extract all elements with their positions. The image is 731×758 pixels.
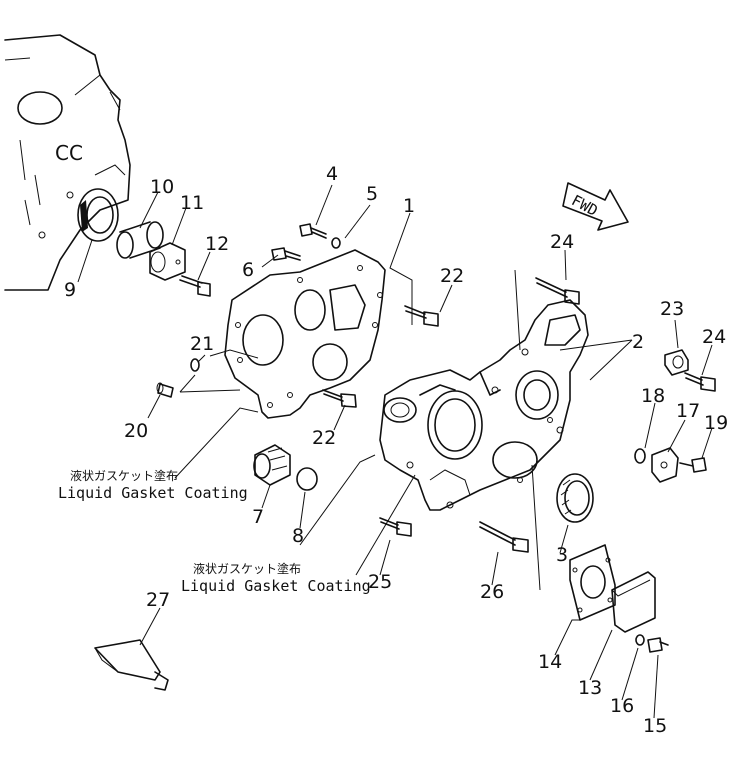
- callout-26: 26: [480, 581, 504, 603]
- callout-10: 10: [150, 176, 174, 198]
- callouts: 1 2 3 4 5 6 7 8 9 10 11 12 13 14 15 16 1…: [64, 163, 728, 737]
- bolt-24-right: [684, 372, 716, 392]
- callout-3: 3: [556, 544, 568, 566]
- callout-12: 12: [205, 233, 229, 255]
- note-1-japanese: 液状ガスケット塗布: [70, 468, 178, 483]
- callout-23: 23: [660, 298, 684, 320]
- bolt-26: [479, 521, 529, 553]
- callout-15: 15: [643, 715, 667, 737]
- bolt-12: [179, 275, 211, 297]
- o-ring-8: [296, 467, 318, 491]
- callout-24-upper: 24: [550, 231, 574, 253]
- callout-7: 7: [252, 506, 264, 528]
- callout-24-right: 24: [702, 326, 726, 348]
- forward-arrow: FWD: [562, 182, 629, 231]
- callout-5: 5: [366, 183, 378, 205]
- callout-22-upper: 22: [440, 265, 464, 287]
- note-1-english: Liquid Gasket Coating: [58, 484, 248, 502]
- engine-block: CC: [4, 34, 131, 291]
- o-ring-21: [190, 358, 200, 372]
- front-plate-1: [224, 249, 386, 419]
- callout-25: 25: [368, 571, 392, 593]
- clamp-23: [664, 349, 689, 376]
- gasket-tube-27: [94, 639, 169, 691]
- notes: 液状ガスケット塗布 Liquid Gasket Coating 液状ガスケット塗…: [58, 468, 371, 595]
- callout-27: 27: [146, 589, 170, 611]
- cap-11: [149, 242, 186, 281]
- bearing-9: [77, 188, 119, 242]
- callout-16: 16: [610, 695, 634, 717]
- dowel-pin-20: [156, 382, 174, 398]
- note-2-japanese: 液状ガスケット塗布: [193, 561, 301, 576]
- bolt-25: [379, 517, 412, 537]
- bolt-15: [647, 637, 669, 653]
- callout-20: 20: [124, 420, 148, 442]
- gasket-14: [569, 544, 616, 621]
- callout-11: 11: [180, 192, 204, 214]
- cover-17: [651, 447, 679, 483]
- cover-plate-13: [611, 571, 656, 633]
- callout-9: 9: [64, 279, 76, 301]
- callout-4: 4: [326, 163, 338, 185]
- o-ring-18: [634, 448, 646, 464]
- callout-6: 6: [242, 259, 254, 281]
- bolt-22-upper: [404, 305, 439, 327]
- bolt-4: [299, 223, 327, 239]
- cap-7: [253, 444, 291, 486]
- bolt-6: [271, 247, 301, 261]
- casting-mark: CC: [55, 141, 83, 165]
- bolt-22-lower: [322, 389, 357, 408]
- callout-17: 17: [676, 400, 700, 422]
- callout-19: 19: [704, 412, 728, 434]
- front-cover-2: [379, 299, 589, 511]
- washer-16: [635, 634, 645, 646]
- callout-22-lower: 22: [312, 427, 336, 449]
- callout-1: 1: [403, 195, 415, 217]
- leader-lines: [77, 184, 713, 719]
- callout-14: 14: [538, 651, 562, 673]
- washer-5: [331, 237, 341, 249]
- callout-18: 18: [641, 385, 665, 407]
- callout-13: 13: [578, 677, 602, 699]
- bolt-24-upper: [535, 277, 580, 305]
- oil-seal-3: [556, 473, 594, 523]
- callout-21: 21: [190, 333, 214, 355]
- callout-2: 2: [632, 331, 644, 353]
- note-2-english: Liquid Gasket Coating: [181, 577, 371, 595]
- bolt-19: [679, 457, 707, 473]
- callout-8: 8: [292, 525, 304, 547]
